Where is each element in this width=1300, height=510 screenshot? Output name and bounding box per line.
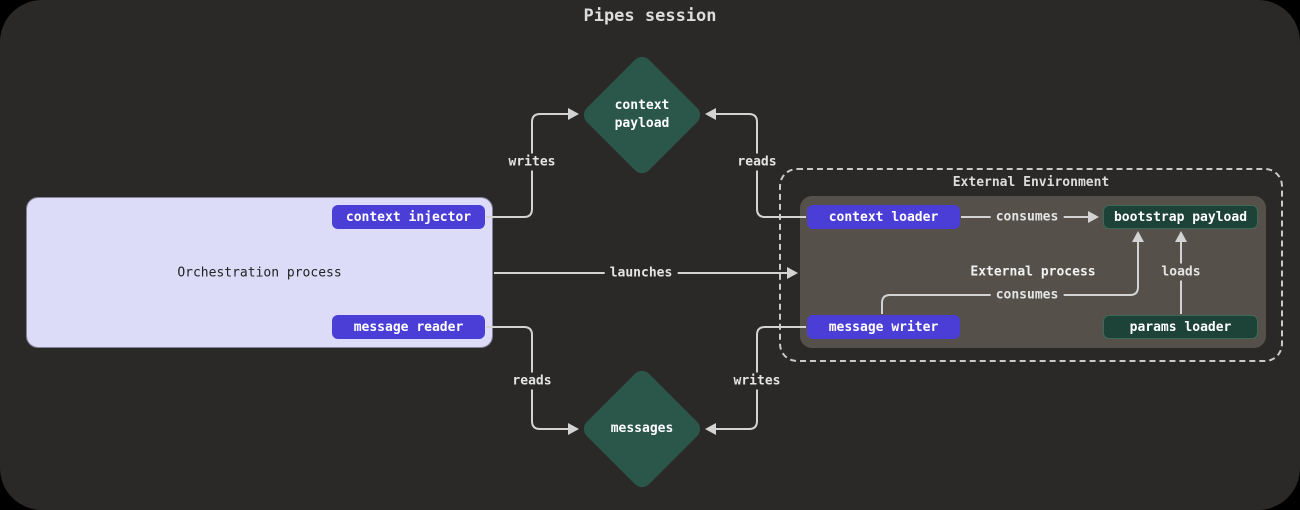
arrowhead-icon [568,423,579,435]
edge-label-loads: loads [1156,263,1206,281]
node-context-payload-label: context payload [614,98,670,131]
arrowhead-icon [568,108,579,120]
node-context-payload: context payload [579,52,705,178]
node-message-reader: message reader [332,315,485,339]
node-context-loader: context loader [807,205,960,229]
edge-label-writes-bottom: writes [728,372,786,390]
edge-label-launches: launches [604,264,678,282]
arrowhead-icon [705,108,716,120]
edge-label-reads-bottom: reads [507,372,557,390]
diagram-title: Pipes session [583,6,717,26]
arrowhead-icon [705,423,716,435]
cluster-external-environment-label: External Environment [952,175,1110,190]
node-orchestration-process-label: Orchestration process [177,265,342,280]
node-params-loader: params loader [1103,315,1258,339]
edge-label-consumes-mid: consumes [990,286,1064,304]
cluster-external-environment: External Environment [779,168,1283,362]
edge-label-writes-top: writes [503,153,561,171]
edge-label-reads-top: reads [732,153,782,171]
edge-label-consumes-top: consumes [990,208,1064,226]
node-bootstrap-payload: bootstrap payload [1103,205,1258,229]
node-messages: messages [579,366,705,492]
node-context-injector: context injector [332,205,485,229]
node-messages-label: messages [610,421,674,437]
node-message-writer: message writer [807,315,960,339]
